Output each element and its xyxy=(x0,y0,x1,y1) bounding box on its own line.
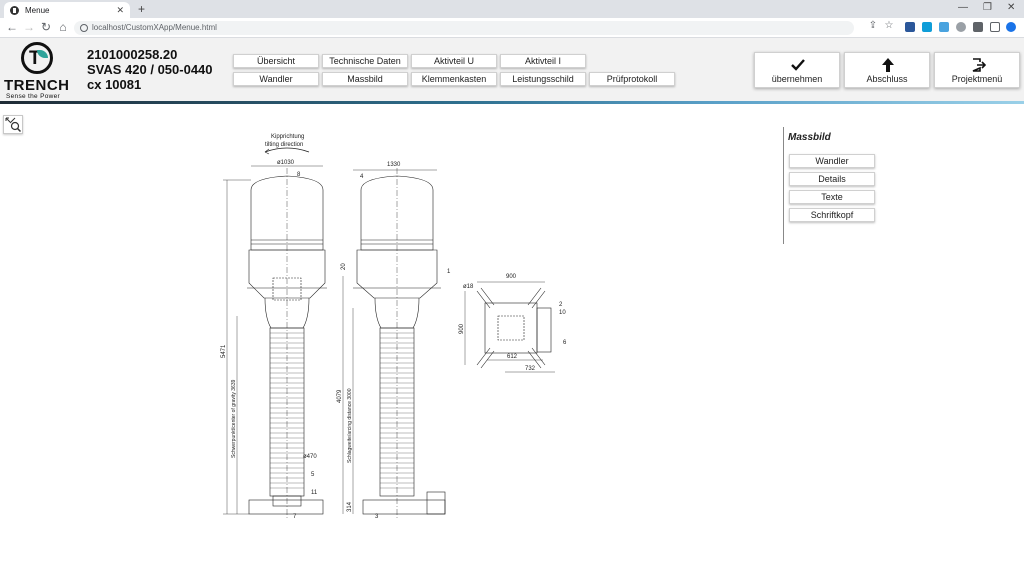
accept-button[interactable]: übernehmen xyxy=(754,52,840,88)
callout-6: 6 xyxy=(563,340,567,346)
callout-2: 2 xyxy=(559,302,563,308)
share-icon[interactable]: ⇪ xyxy=(868,20,878,31)
finish-button[interactable]: Abschluss xyxy=(844,52,930,88)
nav-klemmenkasten[interactable]: Klemmenkasten xyxy=(411,72,497,86)
label-tilt-en: tilting direction xyxy=(265,142,303,148)
side-view xyxy=(342,168,446,520)
label-plan-732: 732 xyxy=(525,366,536,372)
nav-aktivteil-u[interactable]: Aktivteil U xyxy=(411,54,497,68)
window-restore-icon[interactable]: ❐ xyxy=(983,2,992,13)
callout-11: 11 xyxy=(311,490,318,496)
logo-t-mark: T xyxy=(29,48,41,69)
callout-3: 3 xyxy=(375,514,379,520)
extension-circle-icon[interactable] xyxy=(956,22,966,32)
tab-title: Menue xyxy=(25,5,50,15)
massbild-panel: Massbild Wandler Details Texte Schriftko… xyxy=(783,127,1024,244)
browser-tab[interactable]: Menue ✕ xyxy=(4,2,130,18)
label-dim-314: 314 xyxy=(347,501,353,512)
reload-icon[interactable]: ↻ xyxy=(40,20,52,34)
nav-aktivteil-i[interactable]: Aktivteil I xyxy=(500,54,586,68)
browser-toolbar: ← → ↻ ⌂ localhost/CustomXApp/Menue.html … xyxy=(0,18,1024,38)
panel-wandler-button[interactable]: Wandler xyxy=(789,154,875,168)
callout-5: 5 xyxy=(311,472,315,478)
panel-title: Massbild xyxy=(788,132,831,143)
extension-windows-icon[interactable] xyxy=(922,22,932,32)
nav-pruefprotokoll[interactable]: Prüfprotokoll xyxy=(589,72,675,86)
label-arcing-distance: Schlagweite/arcing distance 3000 xyxy=(347,388,353,463)
label-plan-900h: 900 xyxy=(459,323,465,334)
favicon-icon xyxy=(10,5,19,15)
panel-schriftkopf-button[interactable]: Schriftkopf xyxy=(789,208,875,222)
logo-brand: TRENCH xyxy=(4,77,70,94)
site-info-icon[interactable] xyxy=(80,24,88,32)
label-total-height: 5471 xyxy=(221,344,227,358)
header-divider xyxy=(0,101,1024,104)
panel-texte-button[interactable]: Texte xyxy=(789,190,875,204)
label-width-side: 1330 xyxy=(387,162,401,168)
label-plan-612: 612 xyxy=(507,354,518,360)
arrow-up-icon xyxy=(882,58,894,72)
label-plan-900w: 900 xyxy=(506,274,517,280)
address-text: localhost/CustomXApp/Menue.html xyxy=(92,23,217,32)
address-input[interactable]: localhost/CustomXApp/Menue.html xyxy=(74,21,854,35)
window-minimize-icon[interactable]: — xyxy=(958,2,968,13)
tab-close-icon[interactable]: ✕ xyxy=(116,4,124,15)
label-plan-dia: ø18 xyxy=(463,284,474,290)
back-icon[interactable]: ← xyxy=(6,20,18,34)
forward-icon[interactable]: → xyxy=(23,20,35,34)
extension-word-icon[interactable] xyxy=(905,22,915,32)
nav-wandler[interactable]: Wandler xyxy=(233,72,319,86)
logo-slogan: Sense the Power xyxy=(6,93,61,100)
label-side-height: 4079 xyxy=(337,389,343,403)
logo-leaf-icon xyxy=(37,50,48,58)
nav-massbild[interactable]: Massbild xyxy=(322,72,408,86)
logo-circle xyxy=(21,42,53,74)
finish-label: Abschluss xyxy=(866,74,908,84)
profile-avatar[interactable] xyxy=(1006,22,1016,32)
browser-tab-strip: Menue ✕ + — ❐ ✕ xyxy=(0,0,1024,18)
checkmark-icon xyxy=(791,59,805,71)
callout-10: 10 xyxy=(559,310,566,316)
exit-icon xyxy=(972,58,986,72)
project-number: 2101000258.20 xyxy=(87,47,178,62)
home-icon[interactable]: ⌂ xyxy=(59,20,67,34)
label-tilt-de: Kipprichtung xyxy=(271,134,304,140)
zoom-expand-icon xyxy=(5,117,22,133)
project-type: SVAS 420 / 050-0440 xyxy=(87,62,213,77)
nav-leistungsschild[interactable]: Leistungsschild xyxy=(500,72,586,86)
callout-7: 7 xyxy=(293,514,297,520)
dimension-drawing: Kipprichtung tilting direction ø1030 133… xyxy=(221,134,567,520)
panel-details-button[interactable]: Details xyxy=(789,172,875,186)
side-panel-icon[interactable] xyxy=(990,22,1000,32)
project-code: cx 10081 xyxy=(87,77,142,92)
nav-uebersicht[interactable]: Übersicht xyxy=(233,54,319,68)
project-info: 2101000258.20 SVAS 420 / 050-0440 cx 100… xyxy=(87,47,213,92)
zoom-fit-tool[interactable] xyxy=(3,115,23,134)
nav-technische-daten[interactable]: Technische Daten xyxy=(322,54,408,68)
callout-1: 1 xyxy=(447,269,451,275)
callout-8: 8 xyxy=(297,172,301,178)
new-tab-icon[interactable]: + xyxy=(138,2,146,16)
plan-view xyxy=(464,281,555,373)
front-view xyxy=(223,147,327,520)
extension-grid-icon[interactable] xyxy=(939,22,949,32)
callout-4: 4 xyxy=(360,174,364,180)
label-dim-20: 20 xyxy=(341,263,347,270)
accept-label: übernehmen xyxy=(771,74,823,84)
label-center-of-gravity: Schwerpunkt/center of gravity 3639 xyxy=(231,379,237,458)
extensions-puzzle-icon[interactable] xyxy=(973,22,983,32)
label-dia-top: ø1030 xyxy=(277,160,295,166)
trench-logo: T TRENCH Sense the Power xyxy=(4,40,72,100)
project-menu-button[interactable]: Projektmenü xyxy=(934,52,1020,88)
project-menu-label: Projektmenü xyxy=(951,74,1003,84)
drawing-labels: Kipprichtung tilting direction ø1030 133… xyxy=(221,134,567,520)
label-dia-bottom: ø470 xyxy=(303,454,317,460)
bookmark-star-icon[interactable]: ☆ xyxy=(884,20,894,31)
window-close-icon[interactable]: ✕ xyxy=(1007,2,1016,13)
